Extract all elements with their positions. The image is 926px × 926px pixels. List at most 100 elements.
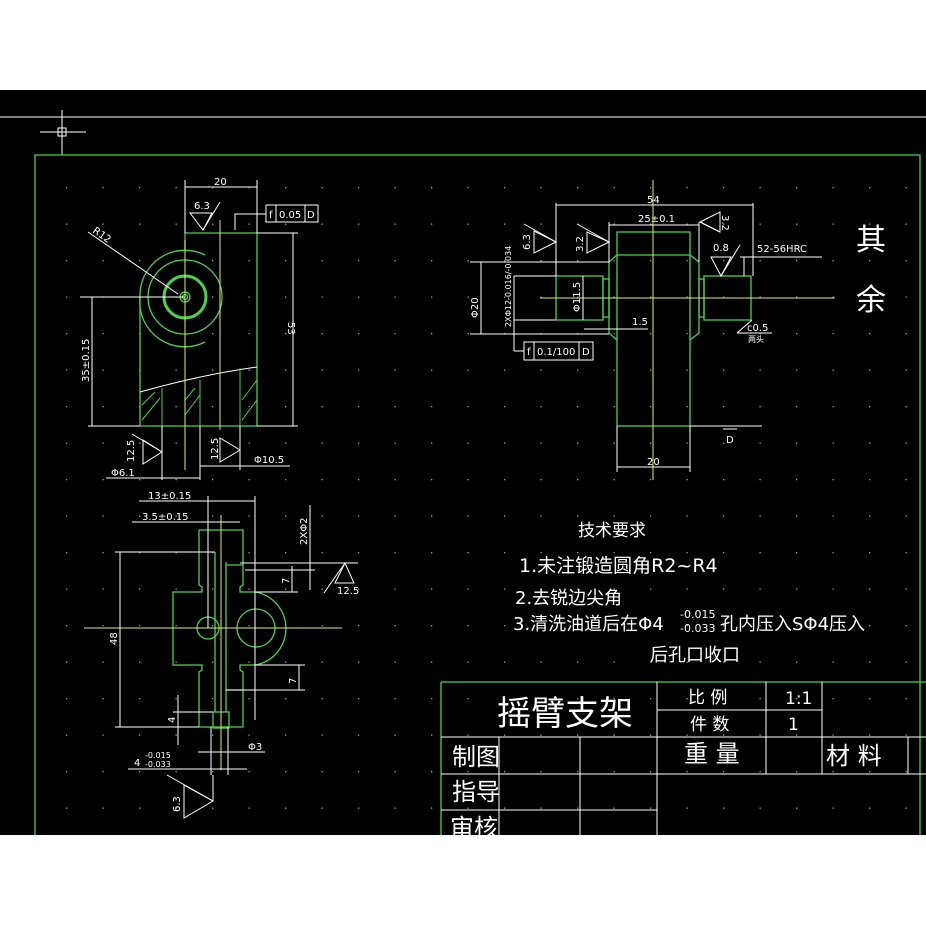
grid-dot <box>686 588 688 590</box>
grid-dot <box>723 442 725 444</box>
tech-req-3-lower: -0.033 <box>680 622 715 635</box>
grid-dot <box>504 187 506 189</box>
grid-dot <box>394 223 396 225</box>
grid-dot <box>139 515 141 517</box>
tech-req-3a: 3.清洗油道后在Φ4 <box>513 614 664 635</box>
grid-dot <box>905 406 907 408</box>
grid-dot <box>139 187 141 189</box>
grid-dot <box>467 260 469 262</box>
grid-dot <box>905 734 907 736</box>
grid-dot <box>540 734 542 736</box>
grid-dot <box>723 661 725 663</box>
grid-dot <box>504 406 506 408</box>
grid-dot <box>504 223 506 225</box>
grid-dot <box>467 333 469 335</box>
grid-dot <box>796 369 798 371</box>
grid-dot <box>175 223 177 225</box>
grid-dot <box>650 625 652 627</box>
grid-dot <box>650 442 652 444</box>
grid-dot <box>540 515 542 517</box>
dia-shaft: 2XΦ12-0.016/-0.034 <box>504 246 513 327</box>
grid-dot <box>431 479 433 481</box>
grid-dot <box>723 187 725 189</box>
grid-dot <box>723 625 725 627</box>
grid-dot <box>504 552 506 554</box>
grid-dot <box>321 369 323 371</box>
grid-dot <box>650 698 652 700</box>
grid-dot <box>869 406 871 408</box>
grid-dot <box>869 552 871 554</box>
grid-dot <box>686 442 688 444</box>
grid-dot <box>358 406 360 408</box>
dia-large: Φ10.5 <box>254 455 284 466</box>
grid-dot <box>869 442 871 444</box>
grid-dot <box>869 187 871 189</box>
grid-dot <box>467 223 469 225</box>
grid-dot <box>431 771 433 773</box>
drawn-by-label: 制图 <box>452 743 500 771</box>
grid-dot <box>650 406 652 408</box>
grid-dot <box>869 333 871 335</box>
grid-dot <box>212 552 214 554</box>
grid-dot <box>321 552 323 554</box>
grid-dot <box>102 588 104 590</box>
grid-dot <box>504 807 506 809</box>
grid-dot <box>723 734 725 736</box>
grid-dot <box>869 223 871 225</box>
grid-dot <box>759 260 761 262</box>
grid-dot <box>832 296 834 298</box>
grid-dot <box>832 369 834 371</box>
grid-dot <box>905 588 907 590</box>
grid-dot <box>358 442 360 444</box>
grid-dot <box>212 698 214 700</box>
grid-dot <box>394 771 396 773</box>
grid-dot <box>358 515 360 517</box>
drawing-background <box>0 90 926 835</box>
grid-dot <box>285 698 287 700</box>
grid-dot <box>394 588 396 590</box>
grid-dot <box>248 333 250 335</box>
grid-dot <box>285 406 287 408</box>
grid-dot <box>248 698 250 700</box>
dia-outer: Φ20 <box>470 297 481 318</box>
dim-tol-upper: -0.015 <box>145 751 171 760</box>
dim-7a: 7 <box>281 578 292 584</box>
grid-dot <box>102 333 104 335</box>
grid-dot <box>139 223 141 225</box>
grid-dot <box>613 698 615 700</box>
grid-dot <box>577 369 579 371</box>
grid-dot <box>248 296 250 298</box>
grid-dot <box>394 406 396 408</box>
grid-dot <box>358 588 360 590</box>
grid-dot <box>175 406 177 408</box>
quantity-value: 1 <box>788 715 799 735</box>
grid-dot <box>285 552 287 554</box>
grid-dot <box>321 515 323 517</box>
grid-dot <box>613 552 615 554</box>
grid-dot <box>139 771 141 773</box>
grid-dot <box>467 625 469 627</box>
material-label: 材 料 <box>826 742 882 770</box>
grid-dot <box>431 333 433 335</box>
grid-dot <box>358 734 360 736</box>
grid-dot <box>613 223 615 225</box>
grid-dot <box>102 771 104 773</box>
roughness-top: 6.3 <box>194 201 210 212</box>
grid-dot <box>321 406 323 408</box>
grid-dot <box>66 296 68 298</box>
grid-dot <box>577 661 579 663</box>
grid-dot <box>212 625 214 627</box>
grid-dot <box>358 333 360 335</box>
grid-dot <box>102 442 104 444</box>
dim-width: 20 <box>214 177 227 188</box>
grid-dot <box>832 771 834 773</box>
roughness-4: 0.8 <box>713 243 729 254</box>
grid-dot <box>759 479 761 481</box>
grid-dot <box>394 625 396 627</box>
grid-dot <box>139 260 141 262</box>
grid-dot <box>723 223 725 225</box>
grid-dot <box>832 479 834 481</box>
dim-height-48: 48 <box>109 632 120 645</box>
roughness-left: 12.5 <box>126 440 137 462</box>
